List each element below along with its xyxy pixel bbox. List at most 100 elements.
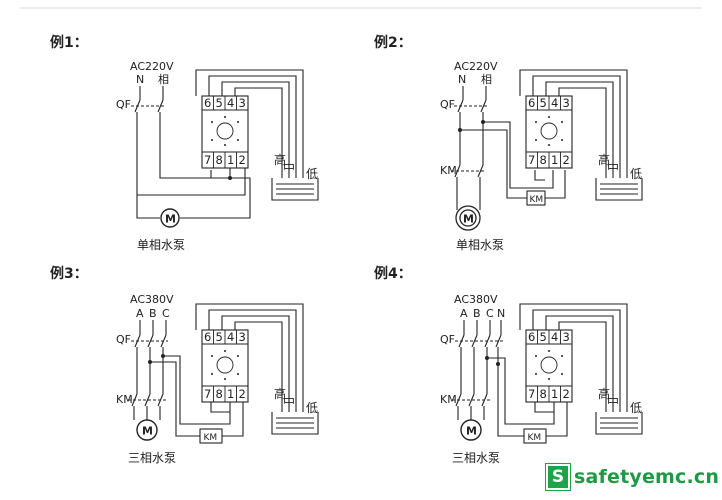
- example-3-panel: 例3： AC380V A B C QF KM: [50, 265, 319, 465]
- example-2-level-low: 低: [630, 167, 642, 181]
- example-3-km-coil: KM: [199, 428, 223, 444]
- example-1-level-high: 高: [274, 152, 286, 167]
- svg-text:M: M: [142, 425, 153, 438]
- example-3-qf-label: QF: [116, 333, 131, 346]
- example-1-level-mid: 中: [283, 160, 295, 175]
- example-4-pin-1: 1: [551, 387, 558, 401]
- example-3-pump-caption: 三相水泵: [128, 451, 176, 465]
- svg-text:M: M: [165, 213, 176, 226]
- site-watermark-logo: S safetyemc.cn: [546, 464, 719, 490]
- example-3-phase-c: C: [162, 307, 170, 320]
- example-2-pin-5: 5: [540, 96, 547, 110]
- example-1-pin-1: 1: [227, 153, 234, 167]
- example-3-relay: 6 5 4 3 7 8 1 2: [201, 329, 249, 403]
- example-4-level-mid: 中: [607, 394, 619, 409]
- example-2-pin-4: 4: [551, 96, 558, 110]
- example-4-pump-caption: 三相水泵: [452, 451, 500, 465]
- example-1-pin-2: 2: [239, 153, 246, 167]
- example-3-pin-2: 2: [239, 387, 246, 401]
- svg-text:KM: KM: [204, 433, 218, 443]
- example-2-phase-l: 相: [481, 73, 492, 86]
- example-2-km-coil: KM: [526, 190, 546, 206]
- example-3-supply-label: AC380V: [130, 293, 174, 306]
- example-2-level-mid: 中: [607, 160, 619, 175]
- example-4-phase-n: N: [497, 307, 505, 320]
- example-4-pin-2: 2: [563, 387, 570, 401]
- example-3-phase-b: B: [149, 307, 157, 320]
- example-1-pump-caption: 单相水泵: [137, 238, 185, 252]
- example-2-pump-motor: M: [455, 205, 481, 231]
- example-1-phase-n: N: [136, 73, 144, 86]
- example-1-panel: 例1： AC220V N 相 QF: [50, 34, 319, 252]
- example-2-water-tank: 高 中 低: [595, 152, 643, 201]
- example-2-pump-caption: 单相水泵: [456, 238, 504, 252]
- example-2-qf-label: QF: [440, 98, 455, 111]
- example-4-phase-a: A: [460, 307, 468, 320]
- example-4-pin-4: 4: [551, 330, 558, 344]
- example-1-qf-label: QF: [116, 98, 131, 111]
- example-4-km-label: KM: [440, 393, 457, 406]
- svg-text:M: M: [463, 213, 474, 226]
- example-2-pin-3: 3: [563, 96, 570, 110]
- example-4-pump-motor: M: [460, 419, 482, 441]
- example-4-level-high: 高: [598, 386, 610, 401]
- example-4-panel: 例4： AC380V A B C N QF KM: [374, 265, 643, 465]
- example-4-phase-c: C: [486, 307, 494, 320]
- example-4-pin-7: 7: [528, 387, 535, 401]
- example-2-pin-7: 7: [528, 153, 535, 167]
- example-4-water-tank: 高 中 低: [595, 386, 643, 435]
- example-4-contactor-km: [452, 347, 490, 420]
- example-2-supply-label: AC220V: [454, 60, 498, 73]
- example-1-pin-8: 8: [216, 153, 223, 167]
- example-1-water-tank: 高 中 低: [271, 152, 319, 201]
- watermark-text: safetyemc.cn: [574, 466, 720, 488]
- example-3-pin-5: 5: [216, 330, 223, 344]
- example-1-pin-7: 7: [204, 153, 211, 167]
- example-2-phase-n: N: [458, 73, 466, 86]
- example-2-contactor-km: [451, 112, 485, 210]
- svg-text:KM: KM: [530, 195, 544, 205]
- example-3-pin-7: 7: [204, 387, 211, 401]
- example-3-pin-8: 8: [216, 387, 223, 401]
- example-3-water-tank: 高 中 低: [271, 386, 319, 435]
- example-3-pin-4: 4: [227, 330, 234, 344]
- example-3-breaker-qf: [131, 320, 168, 348]
- example-2-pin-2: 2: [563, 153, 570, 167]
- example-1-pin-4: 4: [227, 96, 234, 110]
- example-1-breaker-qf: [131, 86, 165, 118]
- example-4-breaker-qf: [455, 320, 503, 348]
- example-1-pin-5: 5: [216, 96, 223, 110]
- example-1-pin-3: 3: [239, 96, 246, 110]
- example-4-title: 例4：: [374, 265, 412, 282]
- example-1-phase-l: 相: [158, 73, 169, 86]
- example-4-qf-label: QF: [440, 333, 455, 346]
- example-1-supply-label: AC220V: [130, 60, 174, 73]
- example-2-pin-8: 8: [540, 153, 547, 167]
- example-3-pin-6: 6: [204, 330, 211, 344]
- example-1-pin-6: 6: [204, 96, 211, 110]
- example-4-phase-b: B: [473, 307, 481, 320]
- example-3-phase-a: A: [136, 307, 144, 320]
- example-2-km-label: KM: [440, 164, 457, 177]
- example-4-pin-8: 8: [540, 387, 547, 401]
- example-1-relay: 6 5 4 3 7 8 1 2: [201, 95, 249, 169]
- example-4-km-coil: KM: [523, 428, 547, 444]
- example-1-title: 例1：: [50, 34, 88, 51]
- example-1-level-low: 低: [306, 167, 318, 181]
- example-3-title: 例3：: [50, 265, 88, 282]
- watermark-badge: S: [546, 464, 570, 490]
- example-3-level-low: 低: [306, 401, 318, 415]
- example-3-pin-3: 3: [239, 330, 246, 344]
- example-2-breaker-qf: [454, 86, 488, 113]
- example-4-supply-label: AC380V: [454, 293, 498, 306]
- example-3-level-high: 高: [274, 386, 286, 401]
- example-3-km-label: KM: [116, 393, 133, 406]
- example-4-relay: 6 5 4 3 7 8 1 2: [525, 329, 573, 403]
- example-2-title: 例2：: [374, 34, 412, 51]
- example-4-pin-5: 5: [540, 330, 547, 344]
- example-2-panel: 例2： AC220V N 相 QF KM: [374, 34, 643, 252]
- example-2-pin-1: 1: [551, 153, 558, 167]
- example-2-level-high: 高: [598, 152, 610, 167]
- example-1-pump-motor: M: [160, 208, 180, 228]
